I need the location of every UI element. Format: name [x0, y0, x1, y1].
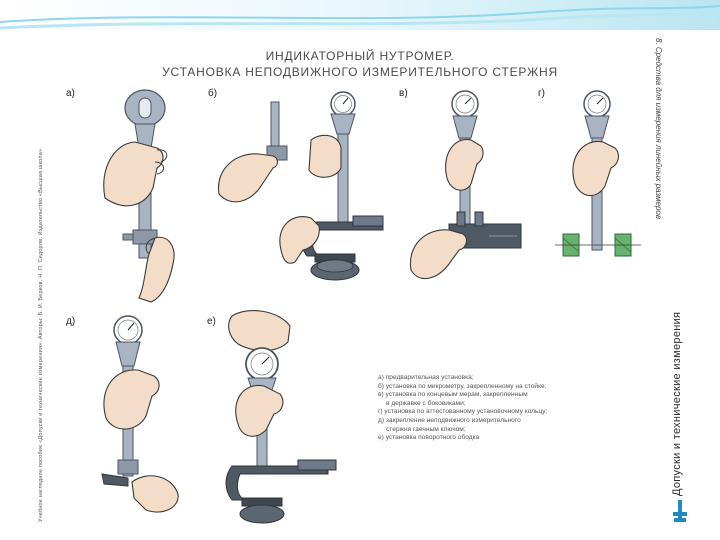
- poster-title: ИНДИКАТОРНЫЙ НУТРОМЕР. УСТАНОВКА НЕПОДВИ…: [150, 48, 570, 80]
- figure-setting-ring: [555, 88, 645, 268]
- left-publisher-strip: Учебное наглядное пособие «Допуски и тех…: [34, 44, 48, 522]
- title-line-2: УСТАНОВКА НЕПОДВИЖНОГО ИЗМЕРИТЕЛЬНОГО СТ…: [150, 64, 570, 80]
- figure-wrench-tightening: [98, 310, 208, 520]
- right-series-strip: Допуски и технические измерения: [668, 296, 686, 496]
- panel-label-e: е): [207, 316, 216, 327]
- panel-label-a: а): [66, 88, 75, 99]
- figure-micrometer-on-stand: [215, 90, 395, 290]
- caption-line: стержня гаечным ключом;: [378, 426, 608, 435]
- figure-rotating-bezel: [218, 306, 378, 526]
- caption-line: г) установка по аттестованному установоч…: [378, 408, 608, 417]
- caption-line: а) предварительная установка;: [378, 374, 608, 383]
- caption-line: б) установка по микрометру, закрепленном…: [378, 383, 608, 392]
- caption-line: в державке с боковиками;: [378, 400, 608, 409]
- right-section-strip: 8. Средства для измерения линейных разме…: [650, 38, 666, 286]
- publisher-logo-icon: [673, 500, 687, 522]
- right-series-text: Допуски и технические измерения: [668, 296, 686, 496]
- right-section-text: 8. Средства для измерения линейных разме…: [650, 38, 666, 286]
- figure-gauge-blocks-holder: [405, 88, 525, 298]
- title-line-1: ИНДИКАТОРНЫЙ НУТРОМЕР.: [150, 48, 570, 64]
- caption-line: е) установка поворотного ободка: [378, 434, 608, 443]
- top-decorative-band: [0, 0, 720, 30]
- caption-line: в) установка по концевым мерам, закрепле…: [378, 391, 608, 400]
- panel-label-d: д): [66, 316, 75, 327]
- caption-line: д) закрепление неподвижного измерительно…: [378, 417, 608, 426]
- left-publisher-text: Учебное наглядное пособие «Допуски и тех…: [34, 44, 48, 522]
- figure-preliminary-setup: [95, 88, 205, 308]
- caption-legend: а) предварительная установка; б) установ…: [378, 374, 608, 443]
- panel-label-g: г): [538, 88, 545, 99]
